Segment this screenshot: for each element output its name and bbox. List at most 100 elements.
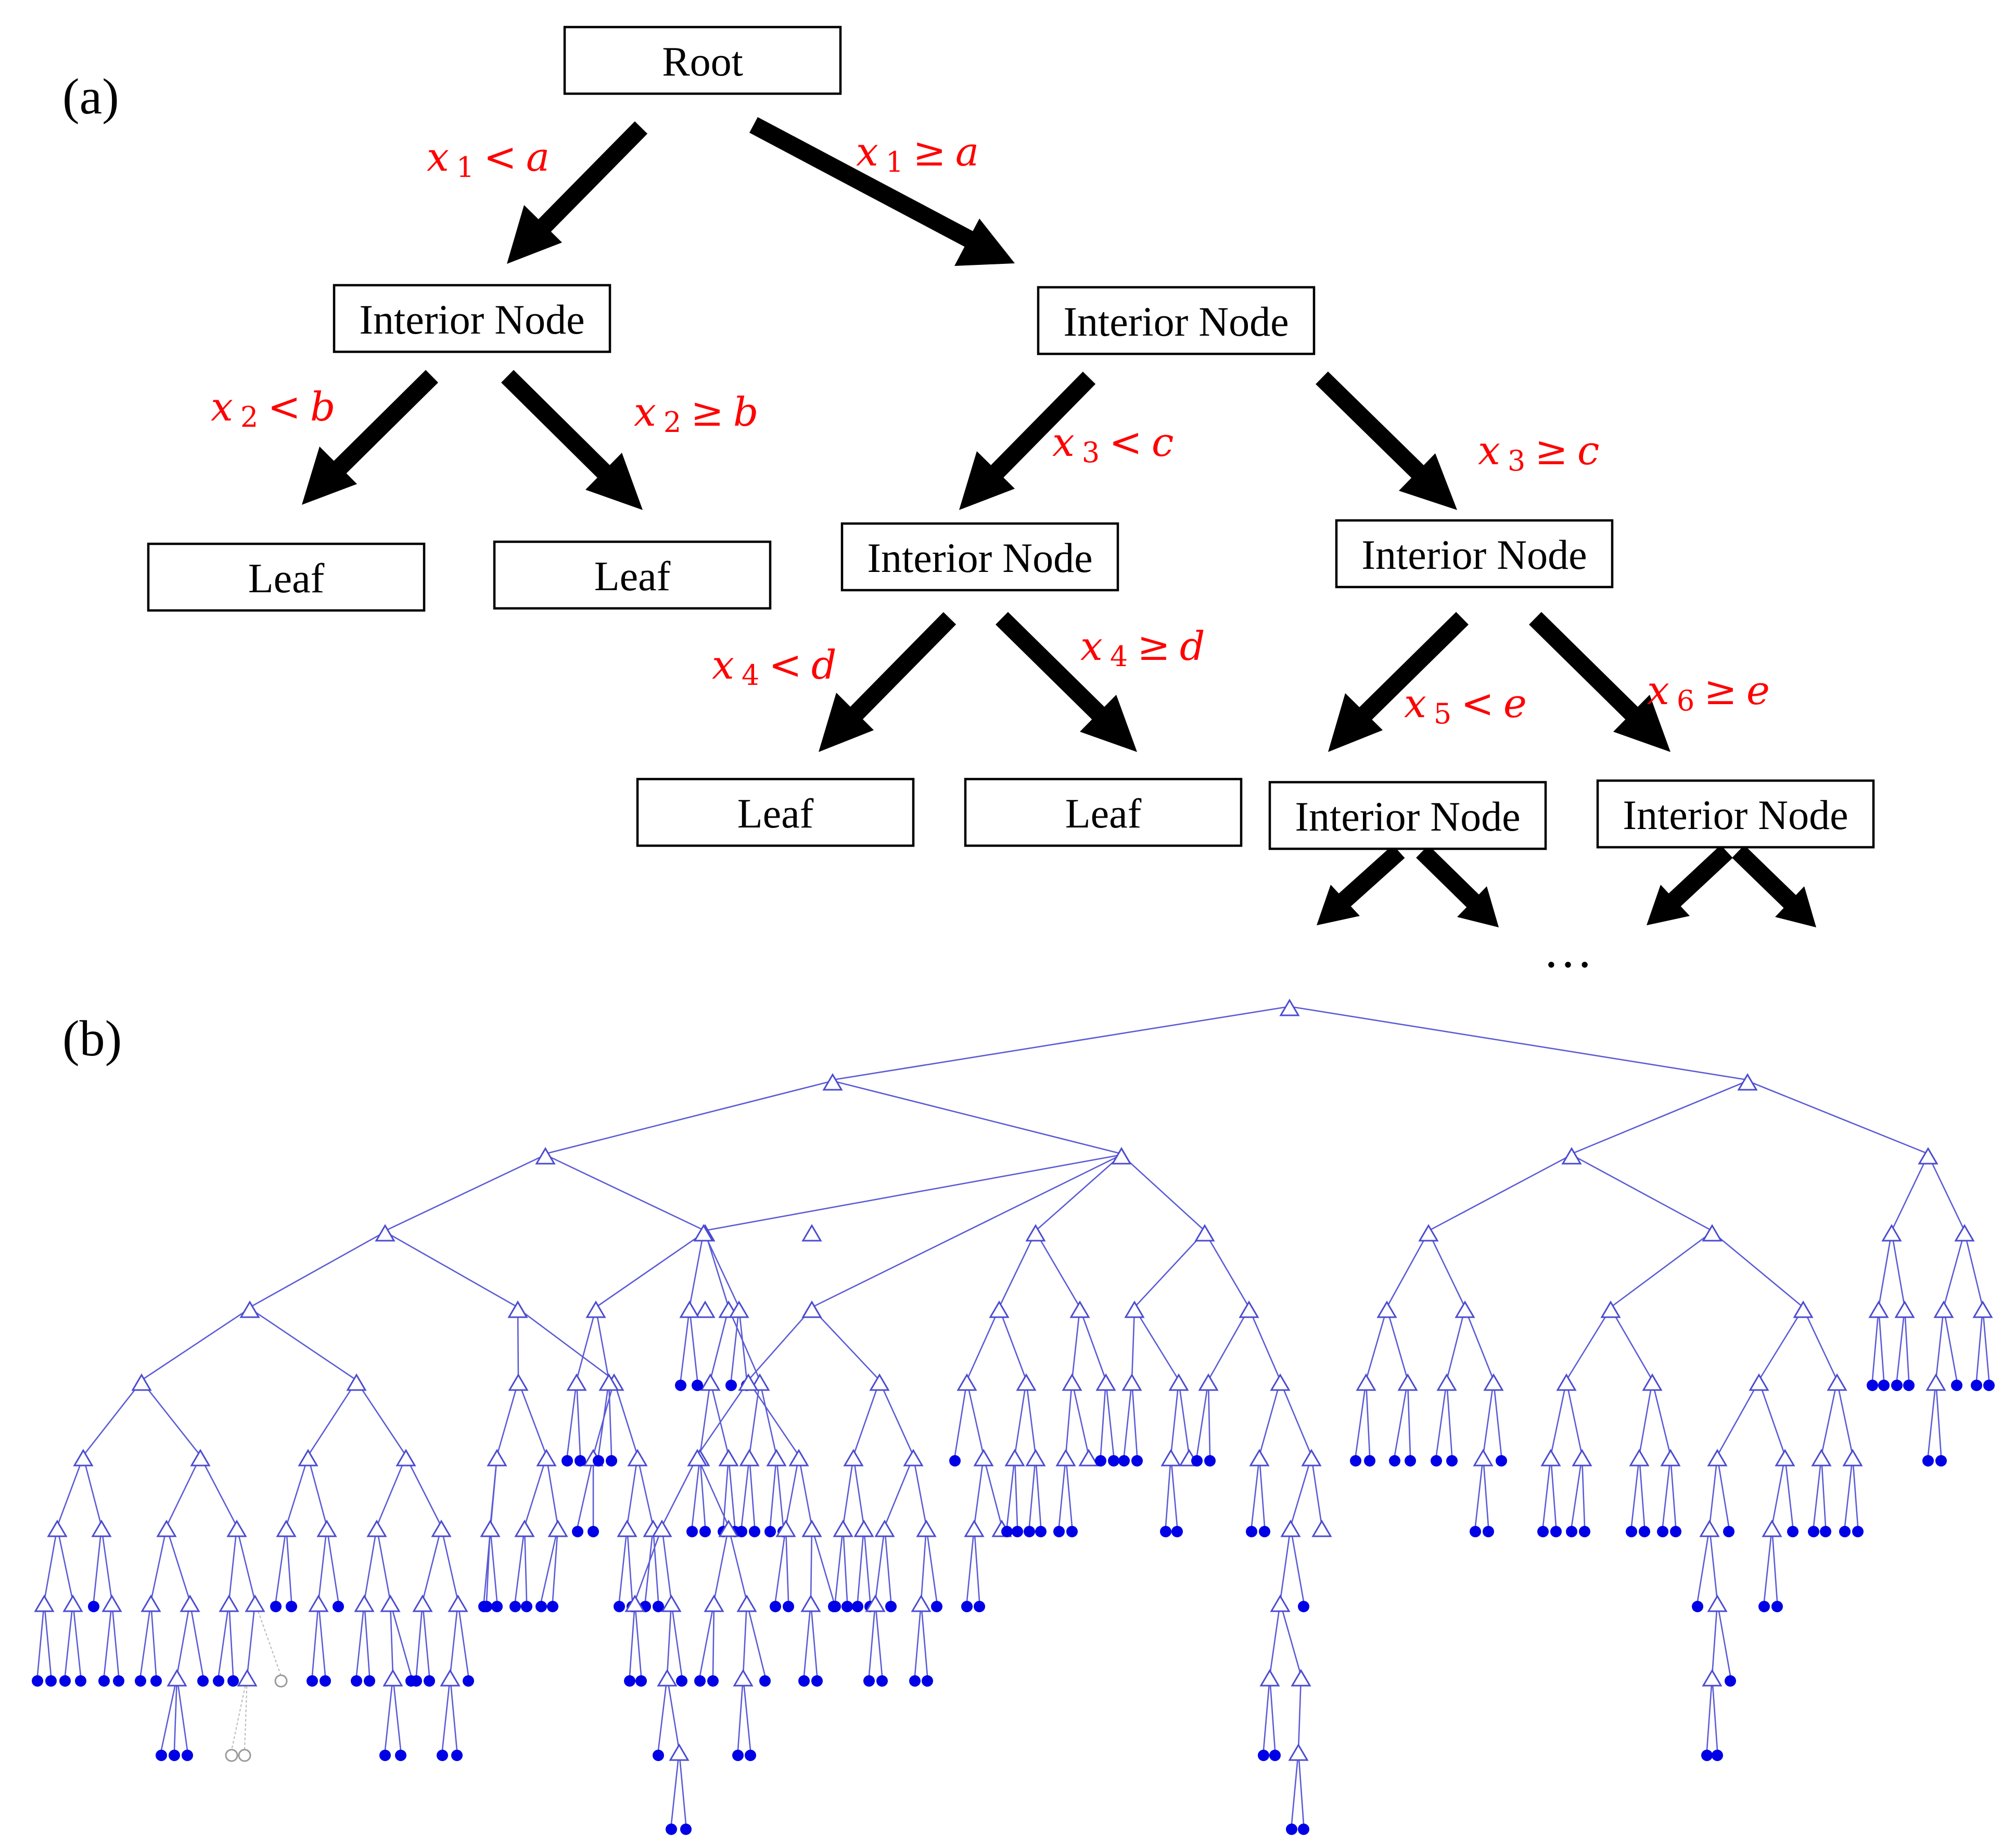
interior-node-triangle (903, 1449, 924, 1467)
interior-node-triangle (366, 1520, 387, 1537)
tree-edge (644, 1527, 654, 1602)
tree-edge (517, 1307, 615, 1381)
tree-edge (1394, 1381, 1409, 1456)
tree-edge (666, 1676, 680, 1751)
tree-edge (1712, 1231, 1804, 1308)
interior-node-triangle (1280, 1520, 1301, 1537)
tree-edge (1571, 1456, 1583, 1527)
tree-edge (1446, 1308, 1466, 1381)
interior-node-triangle (1556, 1373, 1577, 1391)
leaf-node-dot (1852, 1526, 1864, 1537)
leaf-node-dot (1723, 1526, 1735, 1537)
leaf-node-dot (770, 1601, 781, 1612)
tree-edge (832, 1005, 1290, 1081)
tree-edge (540, 1527, 559, 1602)
interior-node-triangle (514, 1520, 535, 1537)
tree-edge (1071, 1381, 1090, 1456)
tree-edge (738, 1308, 748, 1381)
leaf-node-dot (961, 1601, 973, 1612)
leaf-node-dot (876, 1675, 888, 1687)
tree-edge (597, 1381, 610, 1456)
interior-node-triangle (1972, 1301, 1993, 1318)
leaf-node-2: Leaf (493, 540, 772, 610)
tree-edge (1170, 1456, 1178, 1527)
tree-edge (1711, 1676, 1718, 1751)
interior-node-triangle (1291, 1669, 1311, 1687)
leaf-node-dot (1891, 1380, 1903, 1391)
tree-edge (811, 1308, 880, 1381)
tree-edge (1891, 1154, 1929, 1231)
interior-node-triangle (1762, 1520, 1782, 1537)
tree-edge (728, 1308, 761, 1381)
interior-node-triangle (733, 1669, 754, 1687)
tree-edge (874, 1602, 883, 1676)
tree-edge (43, 1602, 52, 1676)
interior-node-triangle (1418, 1224, 1439, 1242)
leaf-node-dot (451, 1750, 463, 1761)
tree-edge (1708, 1527, 1718, 1602)
tree-edge (737, 1676, 744, 1751)
interior-node-triangle (989, 1301, 1010, 1318)
interior-node-triangle (308, 1595, 329, 1612)
tree-edge (231, 1676, 248, 1751)
leaf-node-dot (1131, 1455, 1143, 1467)
leaf-node-dot (1670, 1526, 1681, 1537)
leaf-node-dot (1951, 1380, 1962, 1391)
tree-edge (1079, 1308, 1107, 1381)
pruned-node-circle (274, 1674, 288, 1688)
leaf-node-dot (98, 1675, 110, 1687)
leaf-node-dot (1246, 1526, 1257, 1537)
tree-edge (1014, 1456, 1018, 1527)
interior-node-triangle (535, 1147, 556, 1165)
leaf-node-dot (811, 1675, 823, 1687)
tree-edge (1943, 1231, 1966, 1308)
interior-node-triangle (1025, 1224, 1046, 1242)
leaf-node-dot (1971, 1380, 1982, 1391)
panel-a-label: (a) (62, 69, 119, 125)
interior-node-label: Interior Node (359, 297, 584, 343)
tree-edge (747, 1381, 800, 1456)
leaf-node-dot (653, 1750, 664, 1761)
interior-node-label: Interior Node (1063, 299, 1289, 345)
interior-node-triangle (1124, 1301, 1145, 1318)
tree-edge (1975, 1308, 1984, 1381)
tree-edge (1820, 1456, 1827, 1527)
leaf-node-dot (1470, 1526, 1481, 1537)
tree-edge (486, 1527, 491, 1602)
leaf-node-dot (32, 1675, 43, 1687)
tree-edge (1565, 1308, 1612, 1381)
leaf-node-dot (333, 1601, 344, 1612)
tree-edge (774, 1527, 787, 1602)
tree-edge (1763, 1527, 1773, 1602)
tree-edge (576, 1308, 597, 1381)
leaf-node-dot (1787, 1526, 1799, 1537)
tree-edge (389, 1602, 412, 1676)
tree-edge (1565, 1381, 1583, 1456)
tree-edge (1542, 1456, 1552, 1527)
tree-edge (998, 1308, 1027, 1381)
interior-node-triangle (1918, 1147, 1939, 1165)
interior-node-triangle (585, 1301, 606, 1318)
interior-node-triangle (375, 1224, 396, 1242)
leaf-node-dot (45, 1675, 57, 1687)
tree-edge (1708, 1456, 1718, 1527)
leaf-node-label: Leaf (594, 554, 671, 600)
pruned-node-circle (238, 1749, 251, 1762)
tree-edge (545, 1080, 833, 1155)
tree-edge (785, 1527, 789, 1602)
interior-node-triangle (298, 1449, 318, 1467)
interior-node-triangle (801, 1301, 822, 1318)
interior-node-triangle (669, 1743, 690, 1761)
leaf-node-dot (798, 1675, 810, 1687)
tree-edge (1297, 1676, 1302, 1751)
leaf-node-dot (653, 1601, 664, 1612)
tree-edge (317, 1527, 328, 1602)
tree-edge (385, 1231, 518, 1308)
tree-edge (236, 1527, 256, 1602)
tree-edge (285, 1456, 309, 1527)
tree-edge (636, 1456, 654, 1527)
interior-node-triangle (738, 1373, 759, 1391)
tree-edge (634, 1602, 642, 1676)
